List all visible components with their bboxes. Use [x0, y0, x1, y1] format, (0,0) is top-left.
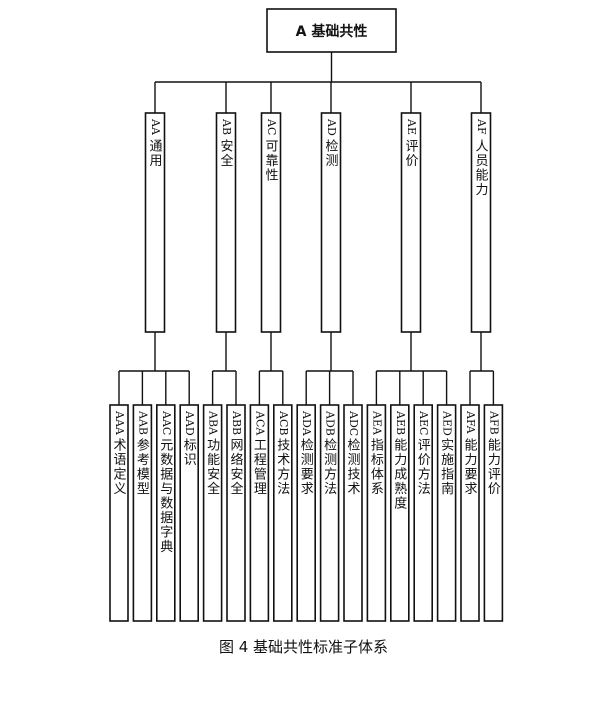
category-ab-label: 安全: [220, 139, 233, 169]
category-ad-label: 检测: [325, 139, 338, 169]
leaf-box-aca: [249, 404, 270, 622]
leaf-aad-code: AAD: [183, 410, 196, 436]
category-af-code: AF: [475, 118, 488, 135]
leaf-aac-code: AAC: [160, 410, 173, 435]
leaf-acb-code: ACB: [277, 410, 290, 435]
root-label: A 基础共性: [296, 23, 368, 40]
category-ac-label: 可靠性: [265, 139, 278, 183]
leaf-afb-label: 能力评价: [488, 439, 501, 498]
leaf-nodes: AAA 术语定义 AAB 参考模型 AAC 元数据与数据字典 AAD 标识 ABA 功能安全 ABB…: [109, 404, 504, 622]
leaf-aba-label: 功能安全: [207, 439, 220, 498]
leaf-adb-code: ADB: [324, 410, 337, 436]
category-box-ac: [260, 112, 282, 333]
leaf-aca-label: 工程管理: [254, 439, 267, 498]
leaf-afa-code: AFA: [464, 410, 477, 435]
leaf-aeb-code: AEB: [394, 410, 407, 435]
leaf-box-afa: [460, 404, 480, 622]
category-box-ad: [320, 112, 342, 333]
leaf-adb-label: 检测方法: [324, 439, 337, 498]
root-node: A 基础共性: [266, 8, 397, 53]
root-box: [266, 8, 397, 53]
category-nodes: AA 通用 AB 安全 AC 可靠性 AD 检测 AE 评价 AF 人员能力: [144, 112, 492, 333]
leaf-aad-label: 标识: [184, 439, 197, 469]
leaf-aab-code: AAB: [136, 410, 149, 435]
leaf-adc-code: ADC: [347, 410, 360, 436]
leaf-aed-code: AED: [441, 410, 454, 436]
category-box-ae: [400, 112, 422, 333]
leaf-box-aba: [202, 404, 223, 622]
leaf-box-aec: [413, 404, 434, 622]
leaf-aea-code: AEA: [370, 410, 383, 436]
category-box-af: [470, 112, 492, 333]
leaf-box-afb: [483, 404, 504, 622]
leaf-aeb-label: 能力成熟度: [394, 439, 407, 512]
leaf-ada-label: 检测要求: [301, 439, 314, 498]
leaf-afb-code: AFB: [487, 410, 500, 435]
leaf-box-aed: [436, 404, 457, 622]
category-ae-label: 评价: [405, 139, 418, 169]
category-ac-code: AC: [265, 118, 278, 135]
leaf-box-adb: [319, 404, 340, 622]
category-box-aa: [144, 112, 166, 333]
leaf-abb-label: 网络安全: [230, 439, 243, 498]
leaf-box-acb: [272, 404, 293, 622]
leaf-acb-label: 技术方法: [277, 439, 290, 498]
leaf-abb-code: ABB: [230, 410, 243, 435]
leaf-box-adc: [343, 404, 363, 622]
leaf-aed-label: 实施指南: [441, 439, 454, 498]
figure-caption: 图 4 基础共性标准子体系: [218, 638, 389, 656]
leaf-aec-code: AEC: [417, 410, 430, 435]
category-ad-code: AD: [325, 118, 338, 136]
leaf-aaa-label: 术语定义: [113, 439, 126, 498]
leaf-aac-label: 元数据与数据字典: [160, 439, 173, 555]
leaf-box-aac: [156, 404, 176, 622]
leaf-aea-label: 指标体系: [371, 439, 384, 498]
leaf-adc-label: 检测技术: [347, 439, 360, 498]
category-box-ab: [215, 112, 237, 333]
leaf-box-aeb: [389, 404, 410, 622]
leaf-box-aea: [366, 404, 387, 622]
category-aa-label: 通用: [149, 139, 162, 169]
leaf-aec-label: 评价方法: [418, 439, 431, 498]
connector-lines: [118, 52, 495, 405]
category-aa-code: AA: [149, 118, 162, 136]
category-ab-code: AB: [220, 118, 233, 135]
leaf-box-aab: [132, 404, 153, 622]
leaf-aaa-code: AAA: [113, 410, 126, 436]
leaf-box-aad: [179, 404, 199, 622]
leaf-box-abb: [226, 404, 246, 622]
category-af-label: 人员能力: [475, 139, 488, 198]
leaf-afa-label: 能力要求: [464, 439, 477, 498]
leaf-box-aaa: [109, 404, 129, 622]
leaf-aab-label: 参考模型: [137, 438, 150, 498]
leaf-ada-code: ADA: [300, 410, 313, 437]
leaf-aca-code: ACA: [253, 410, 266, 436]
leaf-box-ada: [296, 404, 317, 622]
category-ae-code: AE: [405, 118, 418, 135]
leaf-aba-code: ABA: [207, 410, 220, 436]
